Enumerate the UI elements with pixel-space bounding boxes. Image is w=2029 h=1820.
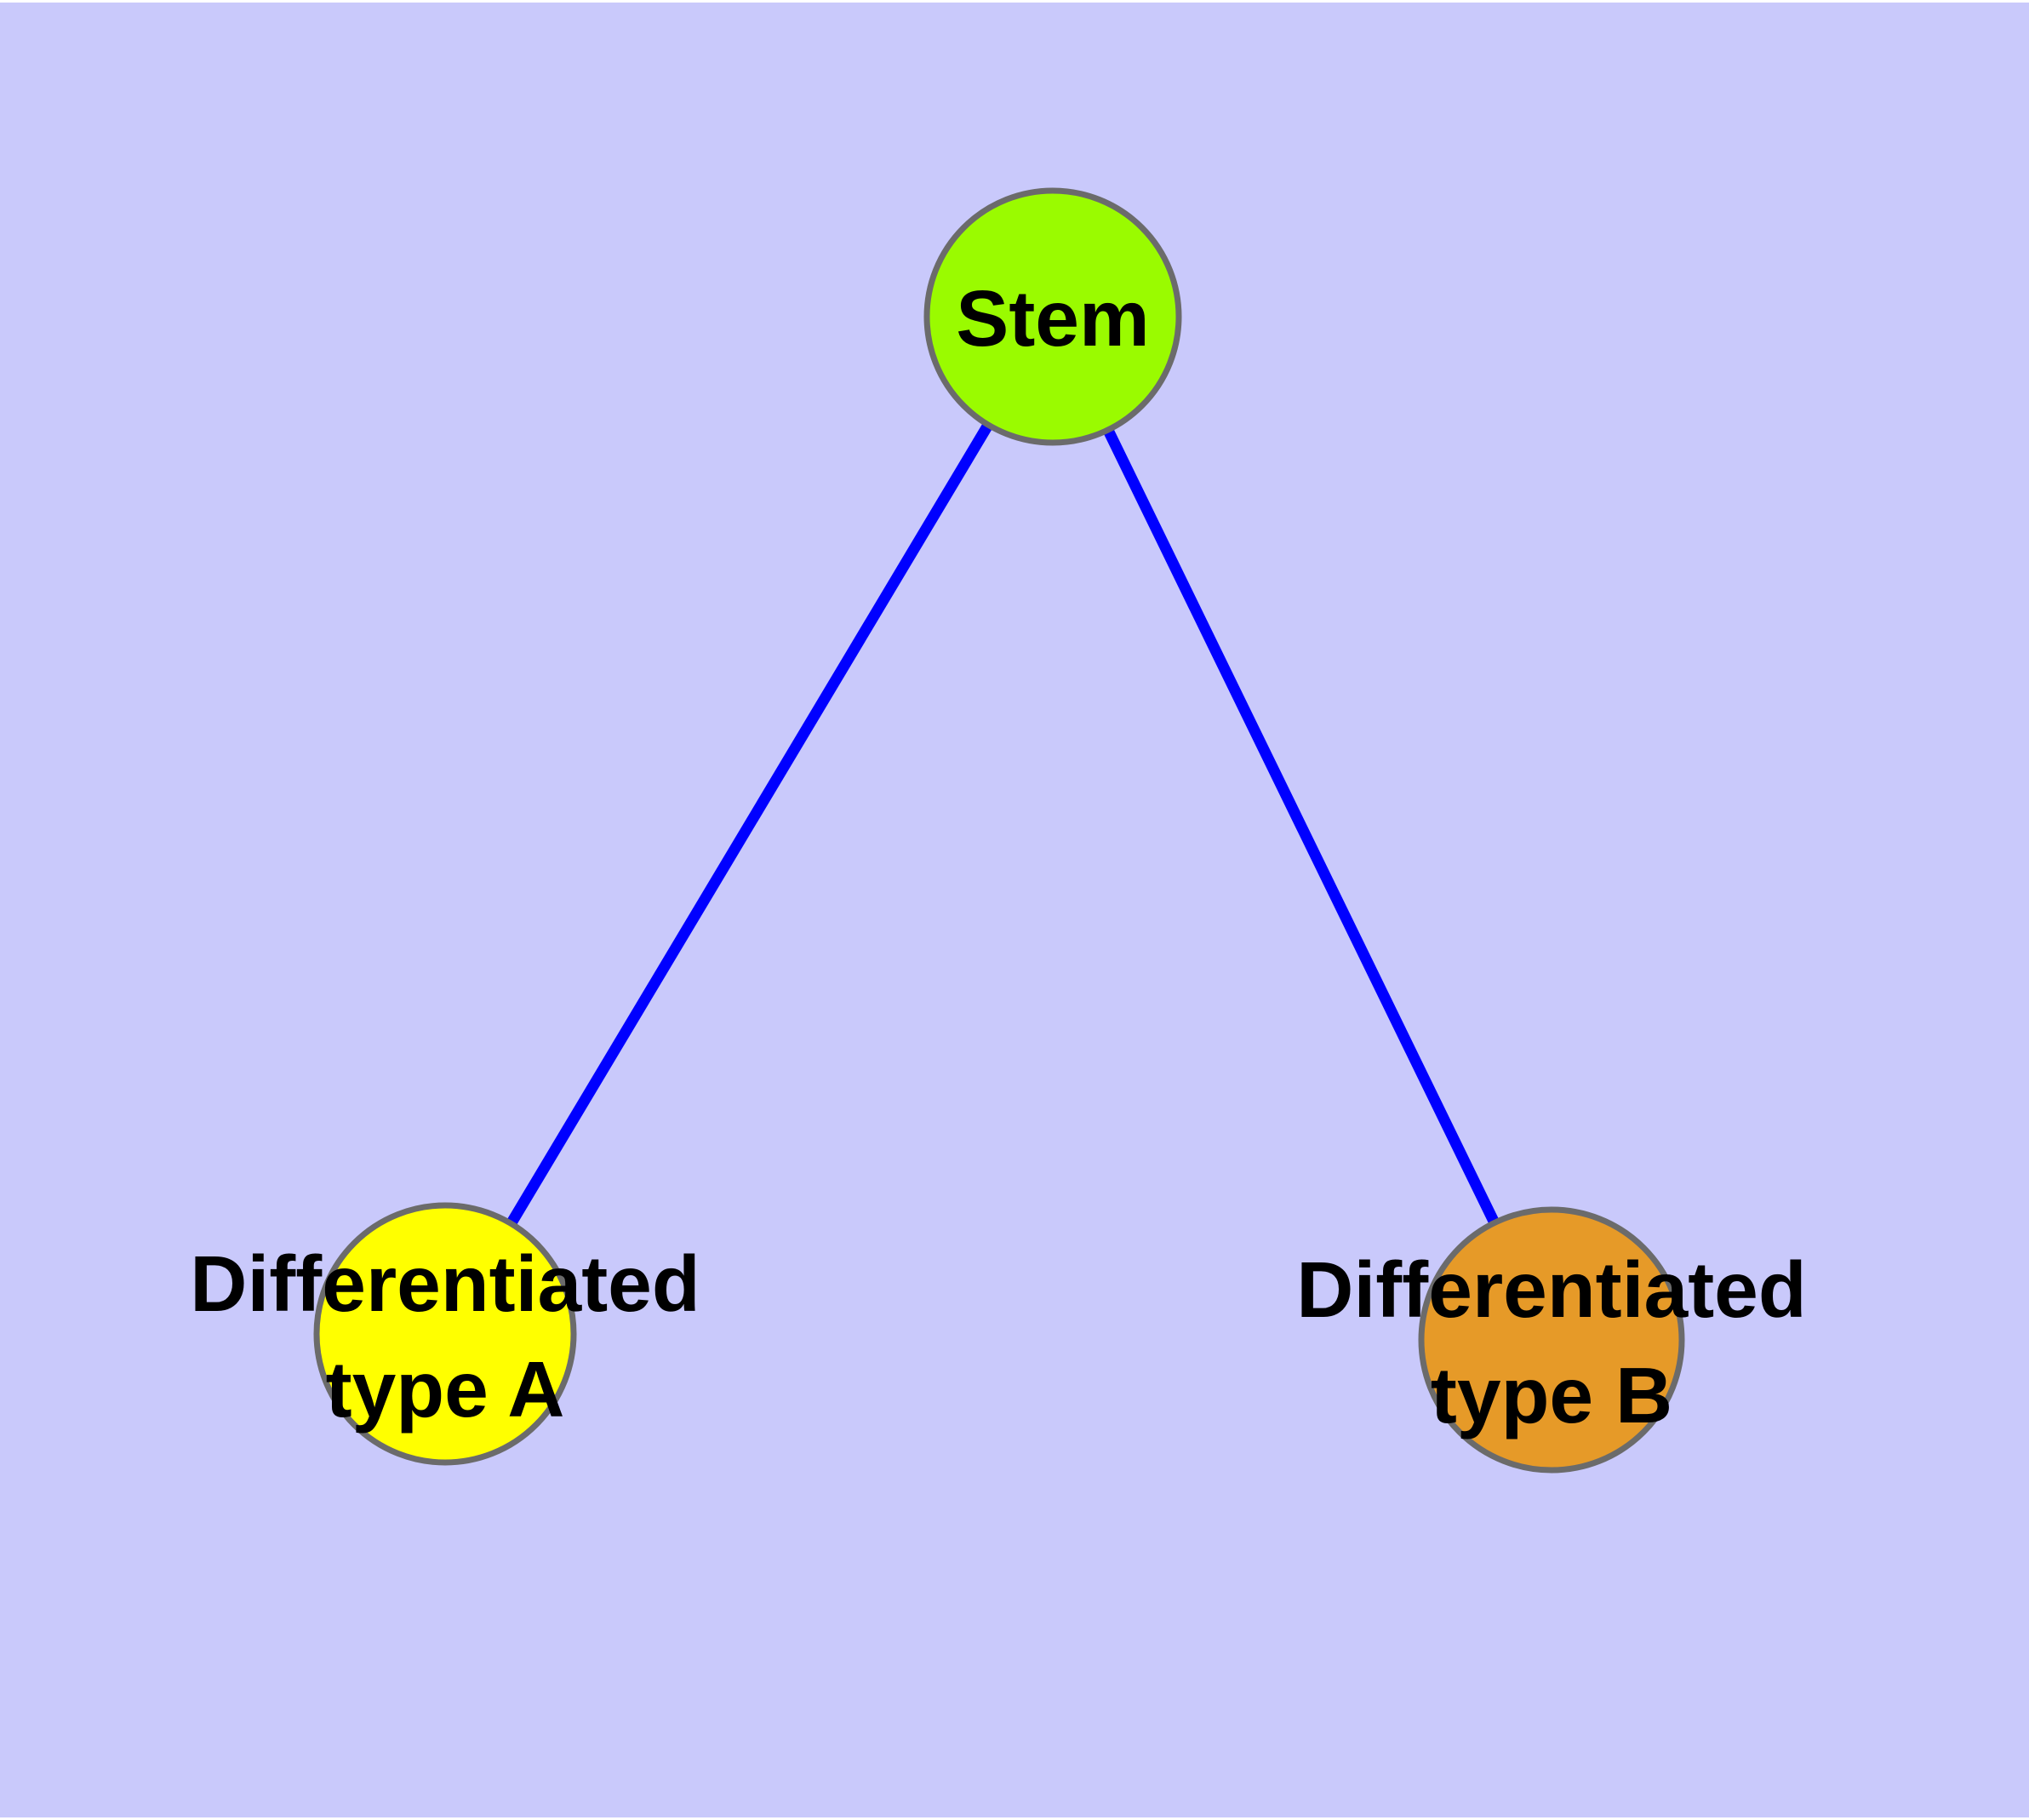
- edge-stem-to-type-b: [1048, 314, 1557, 1342]
- node-differentiated-type-b: [1418, 1206, 1685, 1474]
- node-differentiated-type-a: [313, 1202, 577, 1466]
- node-stem: [923, 187, 1182, 446]
- edge-stem-to-type-a: [440, 313, 1058, 1337]
